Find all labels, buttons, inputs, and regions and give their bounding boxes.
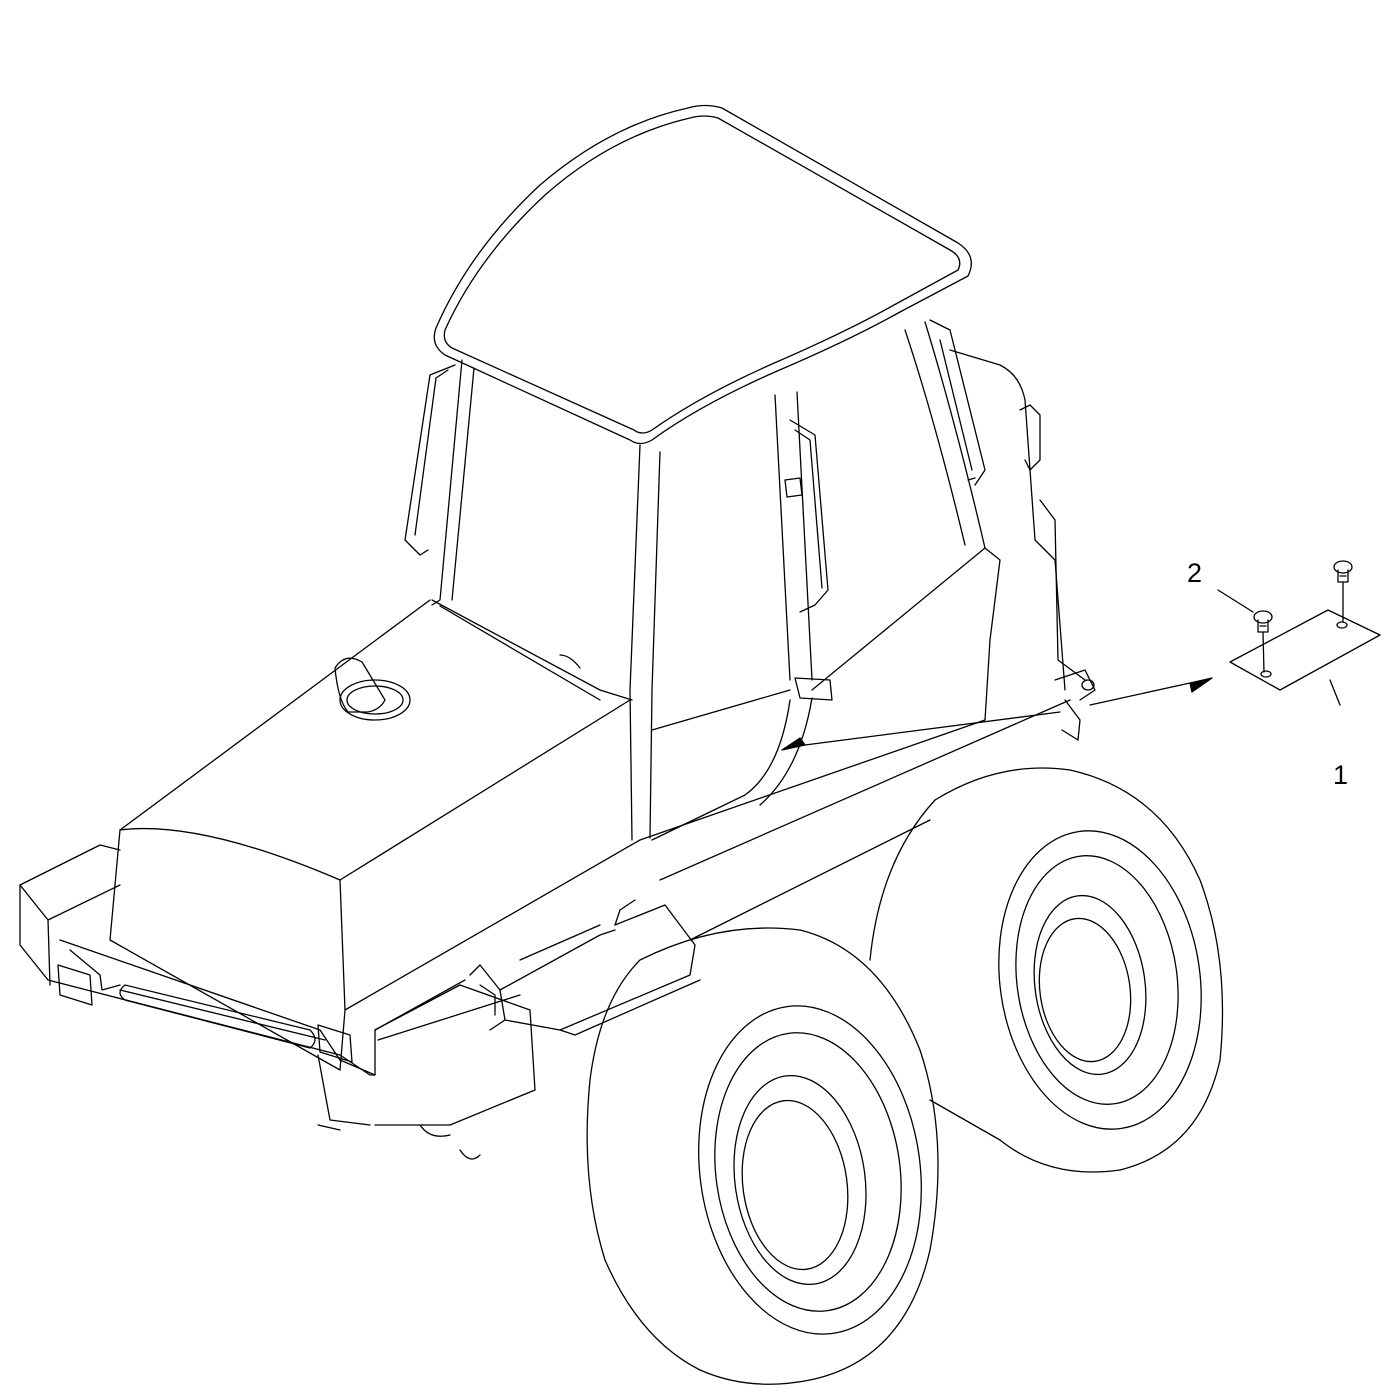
- callout-label-2: 2: [1187, 558, 1203, 588]
- cab-roof: [434, 106, 971, 444]
- fastener-rivet-right: [1334, 561, 1352, 622]
- front-bumper: [20, 845, 535, 1159]
- callout-leaders: [1218, 590, 1340, 705]
- location-arrows: [782, 678, 1212, 750]
- callout-label-1: 1: [1333, 760, 1349, 790]
- fastener-rivet-left: [1254, 611, 1272, 672]
- front-wheel: [587, 928, 942, 1384]
- rear-mount: [1055, 670, 1095, 740]
- decal-plate: [1230, 610, 1380, 690]
- chassis: [690, 820, 1000, 1140]
- hitch-step: [470, 900, 700, 1035]
- cab-frame: [405, 320, 1085, 840]
- rear-wheel: [870, 768, 1223, 1172]
- engine-hood: [110, 600, 1070, 1070]
